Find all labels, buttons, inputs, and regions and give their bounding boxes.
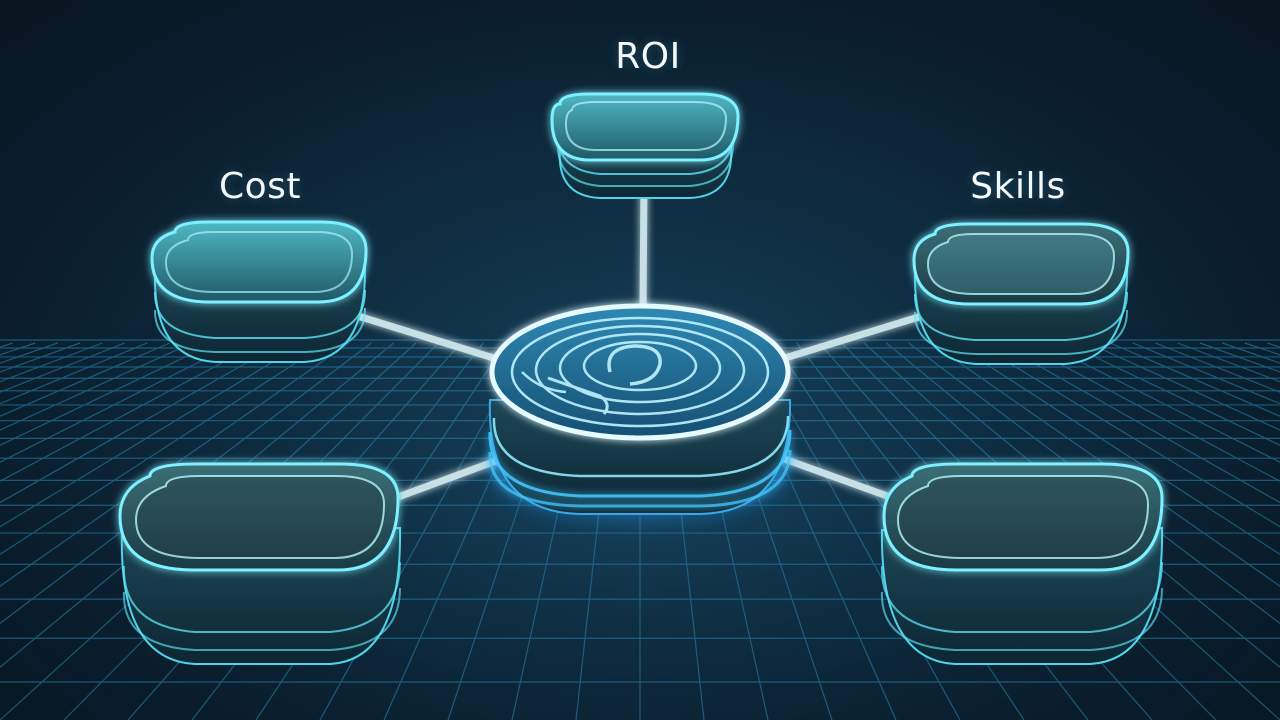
roi-node: [550, 92, 740, 199]
bottom-right-node: [880, 462, 1164, 665]
grid-line: [0, 342, 260, 720]
skills-label: Skills: [970, 166, 1066, 207]
grid-line: [0, 342, 170, 720]
cost-node: [150, 220, 368, 363]
grid-line: [930, 342, 1280, 720]
connector-cost: [341, 308, 504, 364]
grid-line: [0, 342, 215, 720]
connector-skills: [781, 308, 939, 362]
grid-line: [0, 342, 193, 720]
grid-line: [0, 342, 305, 720]
grid-line: [1042, 342, 1280, 720]
central-hub: [488, 303, 792, 520]
connector-roi: [639, 176, 648, 314]
grid-line: [1065, 342, 1280, 720]
skills-node: [912, 222, 1130, 365]
grid-line: [0, 342, 350, 720]
grid-line: [0, 342, 238, 720]
grid-line: [953, 342, 1280, 720]
grid-line: [0, 342, 282, 720]
roi-label: ROI: [615, 36, 681, 77]
grid-line: [1087, 342, 1280, 720]
grid-line: [1020, 342, 1280, 720]
grid-line: [0, 342, 327, 720]
concentric-rings-icon: [510, 316, 770, 428]
grid-line: [998, 342, 1280, 720]
cost-label: Cost: [218, 166, 302, 207]
bottom-left-node: [118, 462, 402, 665]
grid-line: [1110, 342, 1280, 720]
grid-line: [975, 342, 1280, 720]
